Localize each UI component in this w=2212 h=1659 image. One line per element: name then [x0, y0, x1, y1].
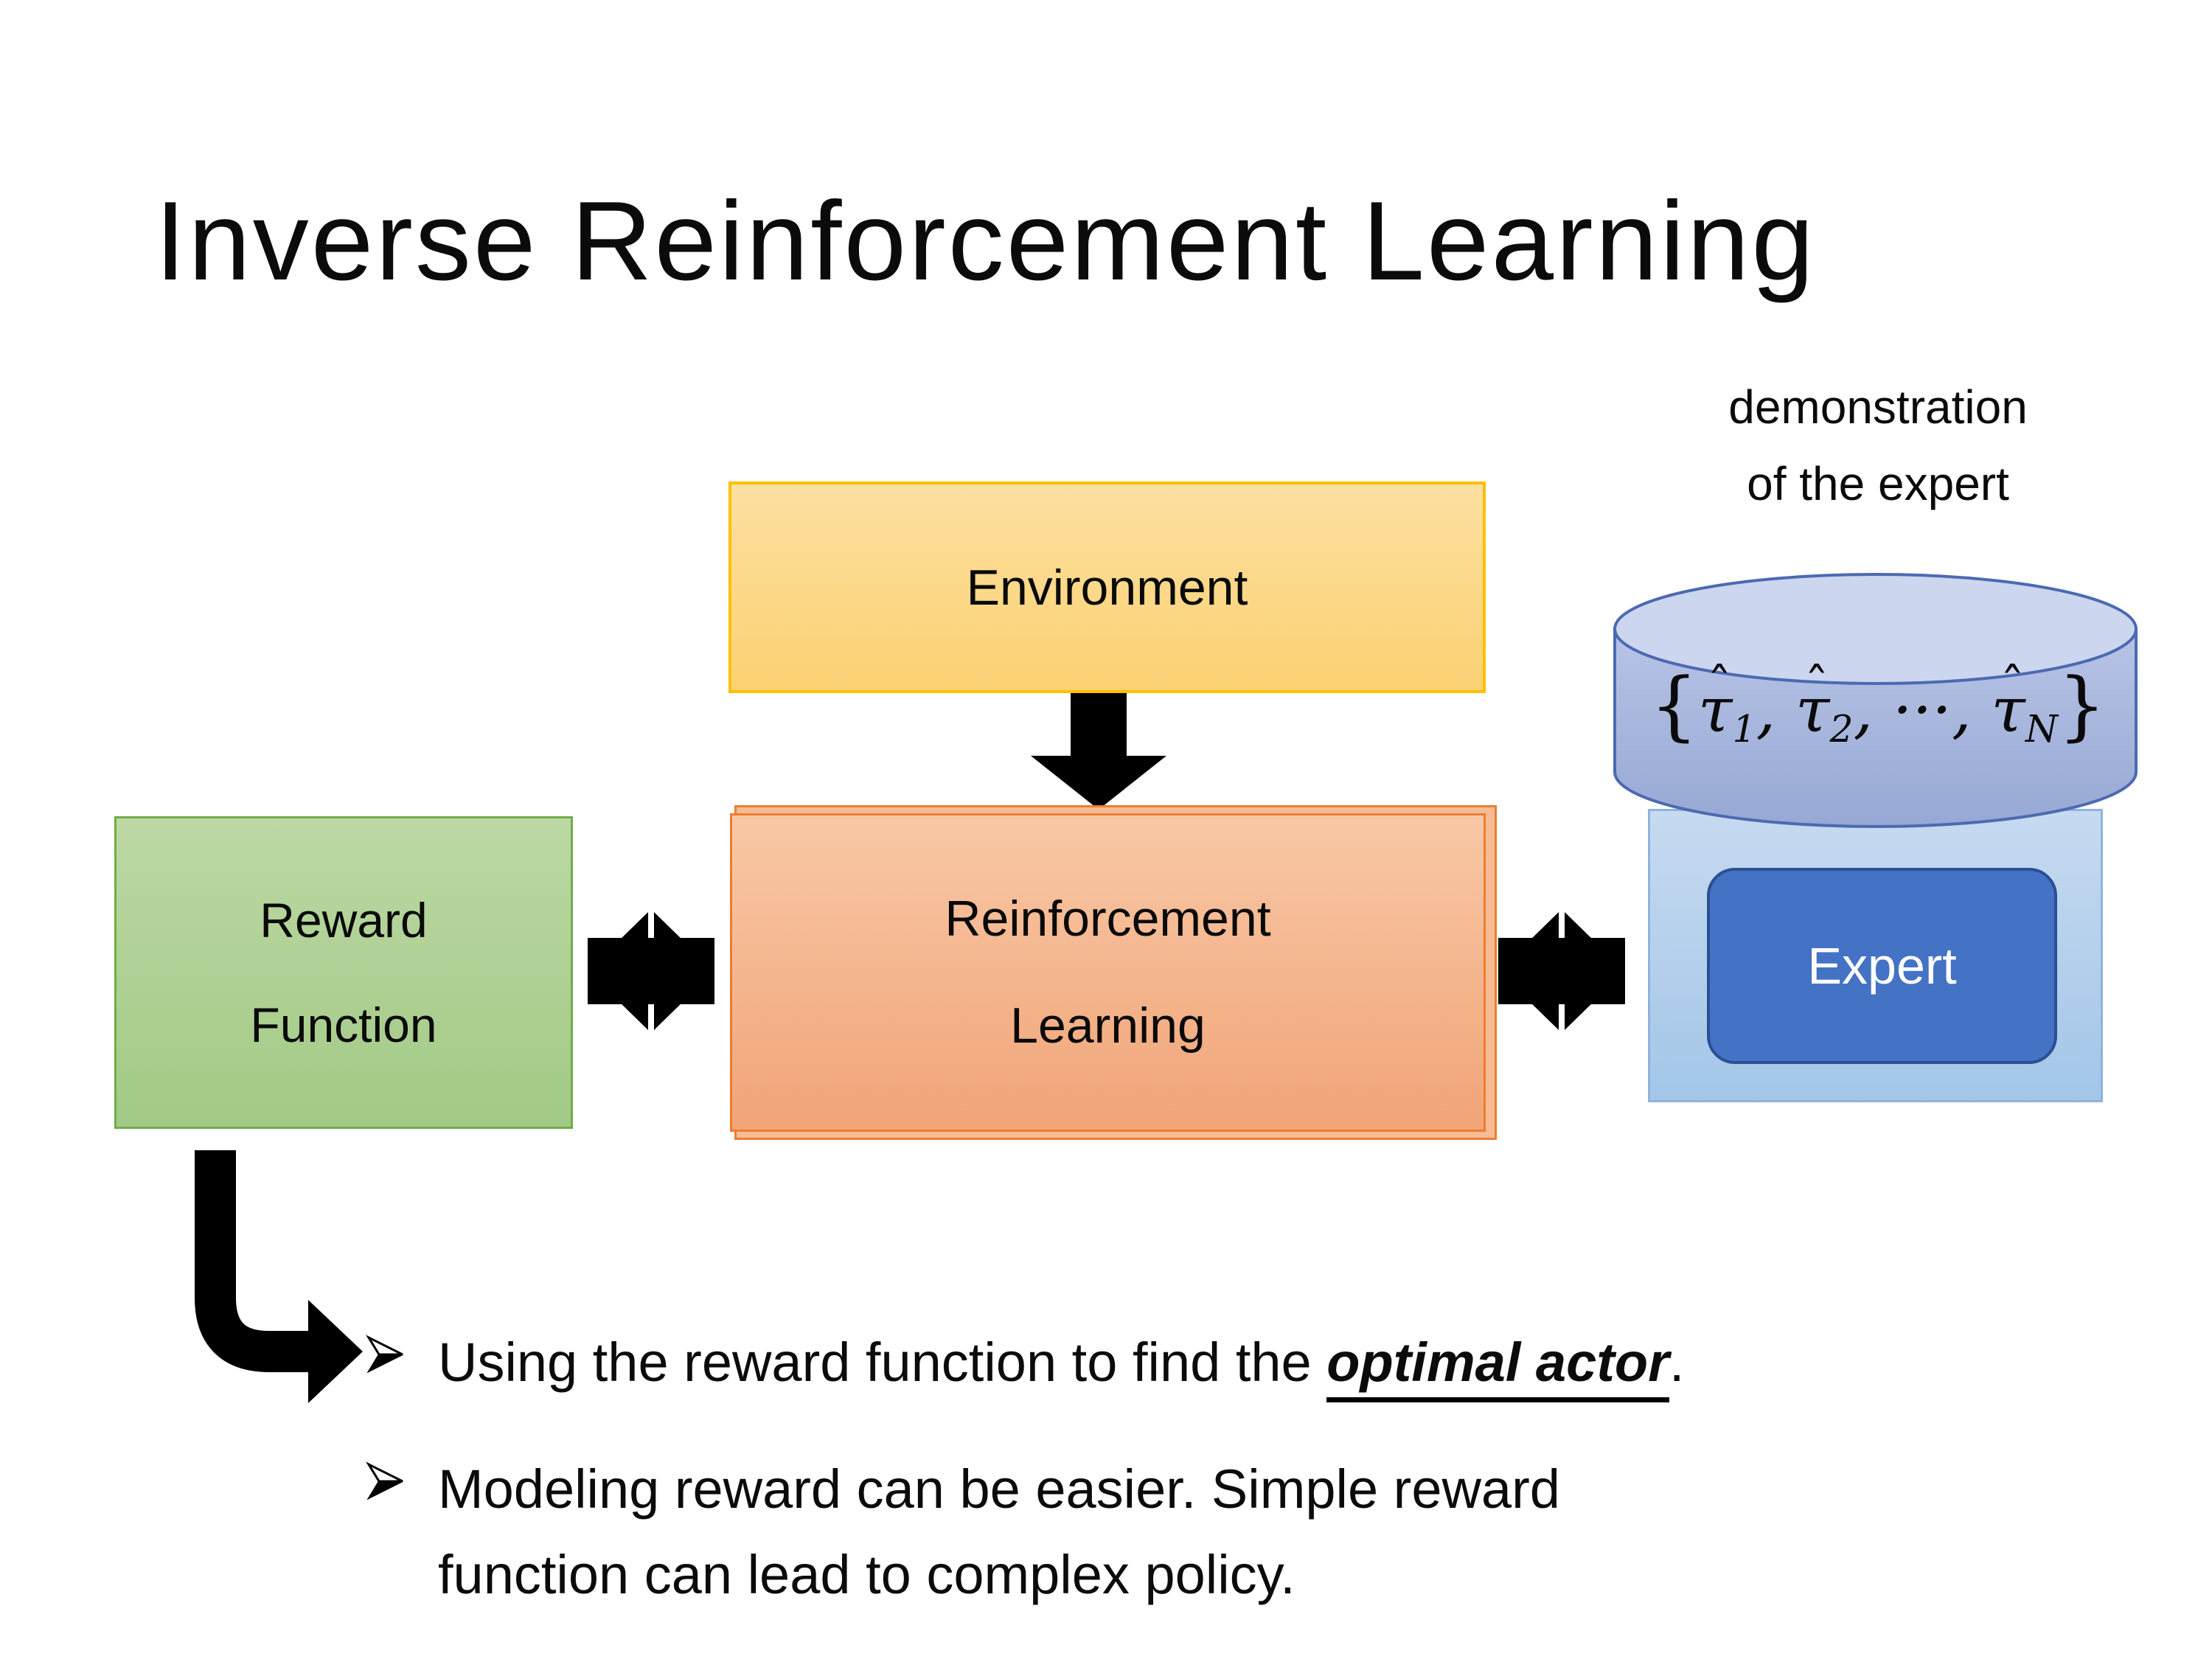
reward-function-label-line1: Reward — [260, 893, 428, 947]
bullet2-line2: function can lead to complex policy. — [438, 1544, 1295, 1605]
reinforcement-learning-label-line2: Learning — [1010, 998, 1206, 1054]
demonstration-label: demonstration of the expert — [1615, 369, 2141, 522]
environment-box: Environment — [728, 481, 1486, 693]
exchange-arrow-icon-left — [588, 912, 714, 1030]
reward-function-label-line2: Function — [250, 998, 437, 1052]
demonstration-label-line1: demonstration — [1728, 380, 2028, 434]
formula-separator-2: , — [1853, 674, 1893, 746]
bullet-text: Using the reward function to find the op… — [438, 1320, 1684, 1405]
optimal-actor-emphasis: optimal actor — [1326, 1332, 1669, 1402]
bullet1-before: Using the reward function to find the — [438, 1332, 1327, 1393]
reinforcement-learning-label-line1: Reinforcement — [945, 891, 1271, 947]
exchange-arrow-icon-right — [1498, 912, 1625, 1030]
formula-brace-open: { — [1649, 662, 1698, 750]
demo-database-cylinder — [1613, 573, 2138, 828]
expert-box: Expert — [1707, 868, 2057, 1064]
formula-ellipsis: ··· — [1892, 674, 1952, 746]
arrowhead-bullet-icon — [366, 1461, 403, 1500]
formula-separator-1: , — [1756, 674, 1795, 746]
down-arrow-icon — [1031, 693, 1166, 810]
bullet-text: Modeling reward can be easier. Simple re… — [438, 1447, 1560, 1618]
elbow-arrow-icon — [195, 1150, 363, 1403]
formula-separator-3: , — [1952, 674, 1992, 746]
bullet-item-modeling-reward: Modeling reward can be easier. Simple re… — [366, 1447, 1560, 1618]
demonstration-label-line2: of the expert — [1747, 457, 2009, 510]
reward-function-box: Reward Function — [114, 816, 573, 1129]
arrowhead-bullet-icon — [366, 1335, 403, 1374]
bullet2-line1: Modeling reward can be easier. Simple re… — [438, 1458, 1560, 1520]
environment-label: Environment — [966, 559, 1248, 616]
expert-label: Expert — [1807, 937, 1957, 995]
formula-sub-n: N — [2025, 707, 2058, 751]
reinforcement-learning-box: Reinforcement Learning — [730, 813, 1486, 1132]
formula-brace-close: } — [2058, 662, 2107, 750]
bullet-item-optimal-actor: Using the reward function to find the op… — [366, 1320, 1684, 1405]
bullet1-after: . — [1669, 1332, 1685, 1393]
formula-sub-2: 2 — [1829, 707, 1854, 751]
formula-sub-1: 1 — [1732, 707, 1756, 751]
page-title: Inverse Reinforcement Learning — [155, 178, 1816, 304]
